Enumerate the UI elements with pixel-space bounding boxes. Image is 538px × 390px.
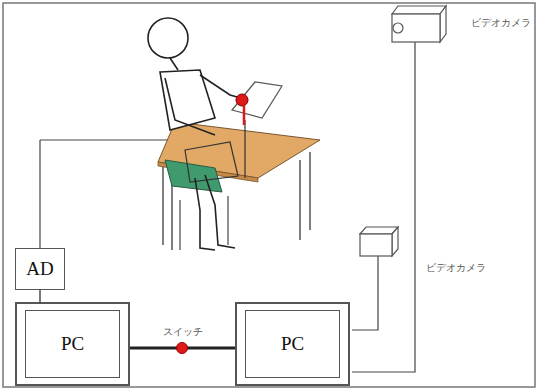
camera-label: ビデオカメラ bbox=[425, 261, 487, 275]
switch-dot bbox=[177, 343, 188, 354]
signal-wire bbox=[39, 290, 40, 302]
pc-screen: PC bbox=[25, 310, 120, 378]
ad-converter-box: AD bbox=[15, 248, 65, 290]
pc-box: PC bbox=[15, 302, 130, 386]
node-text: PC bbox=[281, 333, 304, 355]
pc-screen: PC bbox=[245, 310, 340, 378]
pc-box: PC bbox=[235, 302, 350, 386]
node-text: AD bbox=[26, 258, 53, 280]
camera-label: ビデオカメラ bbox=[470, 16, 532, 30]
edge-label: スイッチ bbox=[162, 325, 204, 339]
node-text: PC bbox=[61, 333, 84, 355]
